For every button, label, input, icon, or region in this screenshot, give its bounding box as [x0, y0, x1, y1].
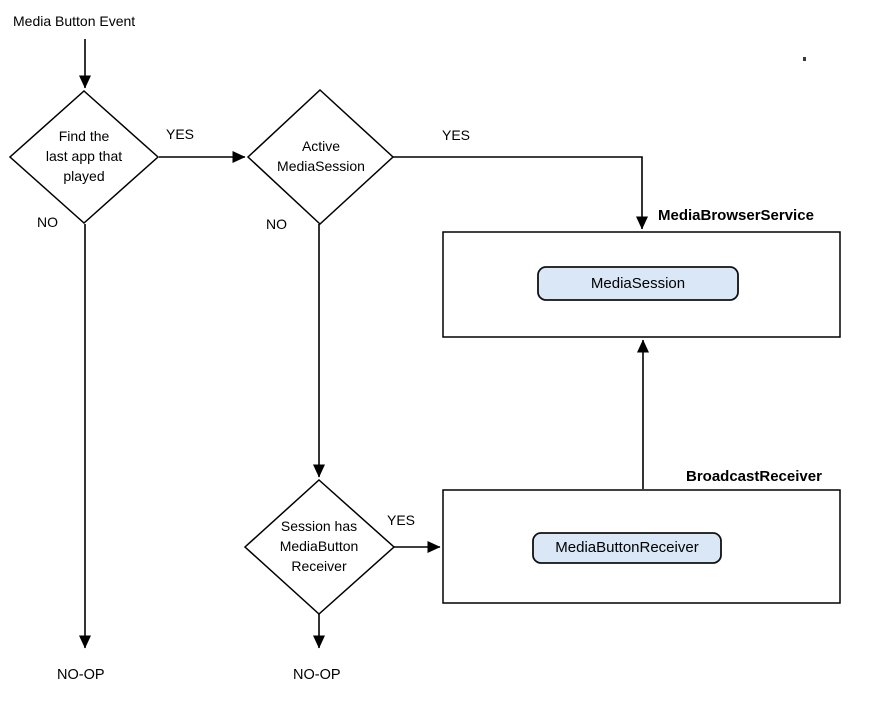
decision-find-last-app-shape: [8, 89, 160, 225]
connector-lines: [79, 39, 649, 649]
noop-middle-label: NO-OP: [293, 667, 341, 683]
start-label: Media Button Event: [13, 13, 136, 29]
edge-label-active-yes: YES: [442, 127, 471, 143]
mediabuttonreceiver-node-label: MediaButtonReceiver: [555, 539, 699, 556]
broadcast-receiver-title: BroadcastReceiver: [686, 468, 822, 485]
mediabuttonreceiver-node-shape: [532, 532, 722, 564]
mediasession-node-label: MediaSession: [590, 275, 686, 292]
edge-active-yes-to-service: [393, 156, 648, 230]
edge-label-find-no: NO: [37, 214, 58, 230]
decision-find-last-app-label: Find the last app that played: [45, 128, 123, 184]
decision-session-has-receiver-label: Session has MediaButton Receiver: [279, 518, 359, 574]
decision-session-has-receiver-shape: [243, 478, 396, 616]
decision-shapes: [8, 88, 396, 616]
decision-active-mediasession-label: Active MediaSession: [277, 138, 365, 174]
inner-node-shapes: [532, 266, 739, 564]
edge-label-session-yes: YES: [387, 512, 416, 528]
decision-active-mediasession-shape: [246, 88, 395, 226]
media-browser-service-title: MediaBrowserService: [658, 207, 814, 224]
mediasession-node-shape: [537, 266, 739, 301]
noop-left-label: NO-OP: [57, 667, 105, 683]
stray-dot-artifact: [803, 57, 806, 61]
edge-label-find-yes: YES: [166, 126, 195, 142]
edge-label-active-no: NO: [266, 216, 287, 232]
